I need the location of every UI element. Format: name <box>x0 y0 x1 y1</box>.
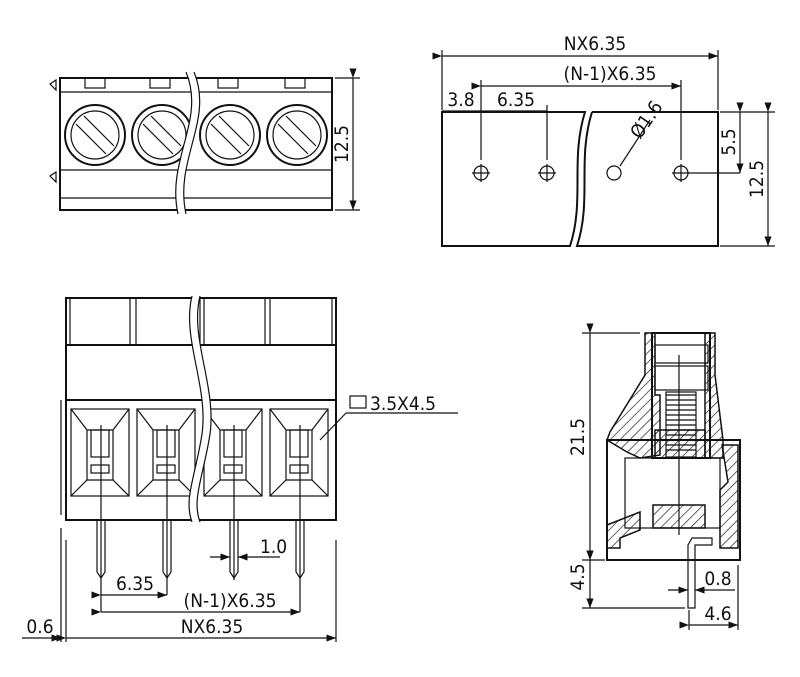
pcb-pitch: 6.35 <box>497 89 535 111</box>
side-pin-length-dim: 4.5 <box>567 563 589 590</box>
top-height-dim: 12.5 <box>331 125 353 163</box>
side-view: 21.5 4.5 0.8 4.6 <box>567 323 741 630</box>
pcb-view: NX6.35 (N-1)X6.35 3.8 6.35 Ø1.6 5.5 12.5 <box>432 33 775 247</box>
pcb-depth: 12.5 <box>746 160 768 198</box>
wire-entry-dim: 3.5X4.5 <box>370 393 436 415</box>
wire-entries <box>70 408 329 497</box>
pcb-edge-offset: 3.8 <box>447 89 474 111</box>
pin-width-dim: 1.0 <box>260 536 287 558</box>
pcb-overall-width: NX6.35 <box>564 33 627 55</box>
front-offset-dim: 0.6 <box>26 616 53 638</box>
side-height-dim: 21.5 <box>567 418 589 456</box>
front-pin-span-dim: (N-1)X6.35 <box>184 590 277 612</box>
pcb-hole-offset: 5.5 <box>718 128 740 155</box>
front-view: 3.5X4.5 1.0 6.35 (N-1)X6.35 NX6.35 0.6 <box>22 295 458 642</box>
pins <box>96 425 305 612</box>
screw-heads <box>64 104 328 166</box>
side-pin-position-dim: 4.6 <box>704 603 731 625</box>
side-pin-thickness-dim: 0.8 <box>704 568 731 590</box>
pcb-hole-diameter: Ø1.6 <box>626 97 667 143</box>
pcb-pin-span: (N-1)X6.35 <box>564 63 657 85</box>
front-pitch-dim: 6.35 <box>116 573 154 595</box>
front-overall-width-dim: NX6.35 <box>181 616 244 638</box>
top-view: 12.5 <box>49 68 360 215</box>
